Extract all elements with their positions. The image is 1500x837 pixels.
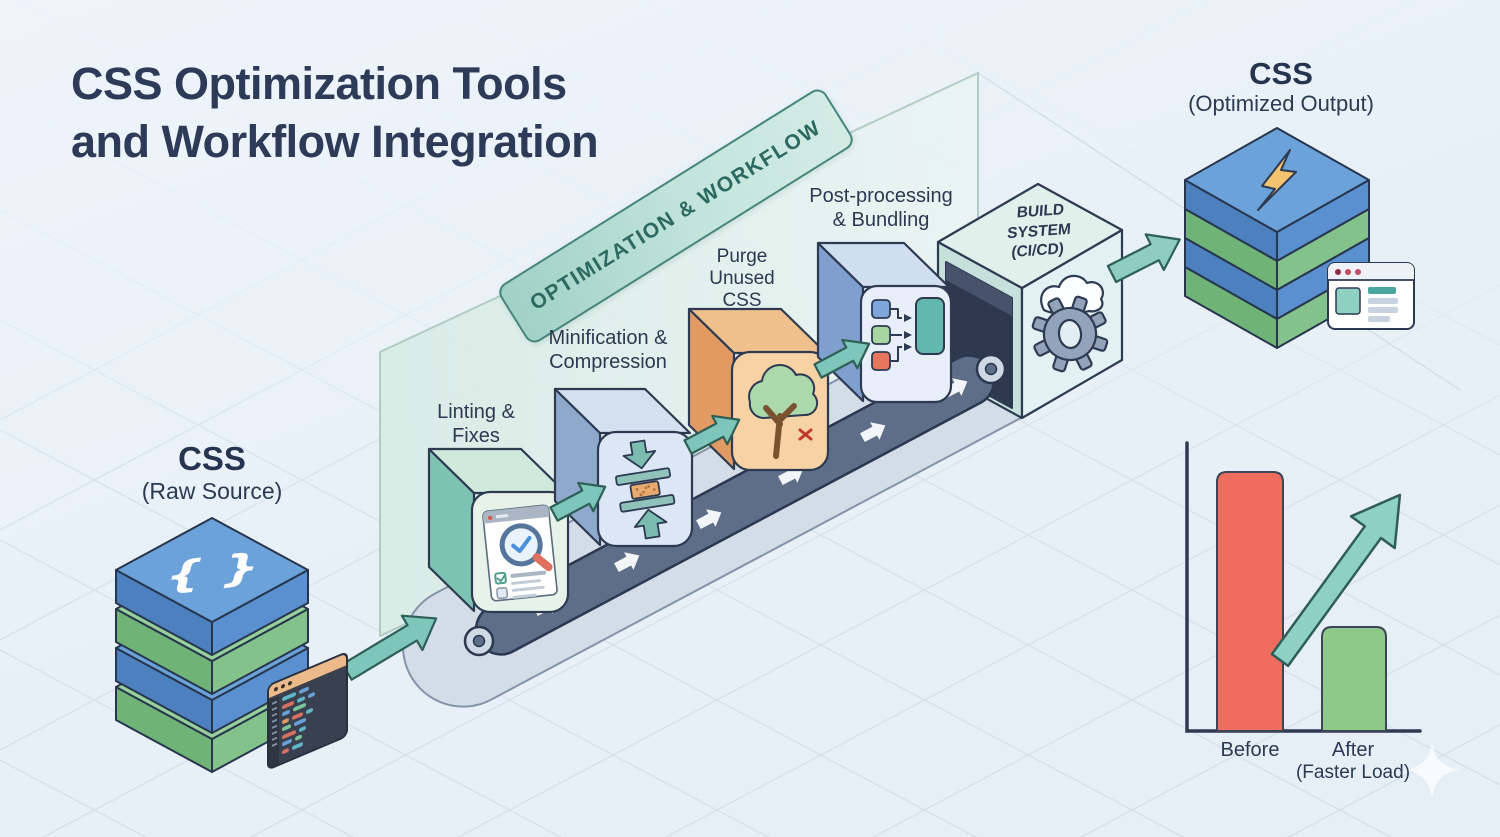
stage-label-postprocessing: Post-processing & Bundling — [809, 185, 953, 231]
lint-check-document-icon — [482, 504, 558, 602]
browser-window-icon — [1327, 262, 1415, 330]
belt-roller-right — [975, 353, 1007, 385]
chart-label-after-sub: (Faster Load) — [1295, 762, 1411, 783]
prune-mark-icon — [798, 428, 813, 441]
arrow-linting-to-minification — [549, 481, 607, 522]
magnifier-icon — [499, 523, 553, 572]
stage-box-linting — [427, 447, 570, 614]
lightning-bolt-icon — [1257, 149, 1297, 211]
chart-label-after: After (Faster Load) — [1295, 739, 1411, 783]
gear-icon — [1031, 295, 1109, 373]
bar-after — [1321, 626, 1387, 732]
stage-label-linting: Linting & Fixes — [437, 401, 515, 447]
arrow-purge-to-postprocessing — [813, 338, 871, 379]
source-css-stack: { } — [115, 517, 309, 773]
chart-label-before: Before — [1220, 739, 1280, 761]
tree-shaking-icon — [748, 364, 819, 459]
stage-label-purge: Purge Unused CSS — [709, 246, 775, 311]
title-line-1: CSS Optimization Tools — [71, 58, 567, 109]
stage-label-minification: Minification & Compression — [548, 327, 668, 373]
output-subheading: (Optimized Output) — [1188, 91, 1374, 116]
bundling-icon — [871, 297, 945, 371]
output-css-stack — [1184, 127, 1370, 349]
arrow-build-to-output — [1106, 233, 1181, 284]
title-line-2: and Workflow Integration — [71, 116, 599, 167]
source-subheading: (Raw Source) — [141, 478, 283, 504]
source-heading: CSS — [178, 440, 246, 477]
page-title: CSS Optimization Tools and Workflow Inte… — [71, 55, 599, 171]
flow-arrows — [341, 233, 1181, 681]
bar-before — [1216, 471, 1284, 732]
editor-line-numbers — [269, 695, 279, 769]
arrow-minification-to-purge — [683, 414, 741, 455]
stage-label-build-system: BUILD SYSTEM (CI/CD) — [1006, 201, 1072, 262]
arrow-source-to-belt — [341, 614, 438, 681]
stage-box-postprocessing — [816, 241, 953, 404]
belt-roller-left — [463, 625, 495, 657]
output-heading: CSS — [1249, 56, 1313, 91]
stage-box-purge — [687, 307, 830, 472]
improvement-arrow — [1270, 493, 1402, 668]
performance-bar-chart — [1185, 441, 1422, 733]
compression-press-icon — [615, 439, 676, 540]
sparkle-icon — [1404, 742, 1460, 798]
